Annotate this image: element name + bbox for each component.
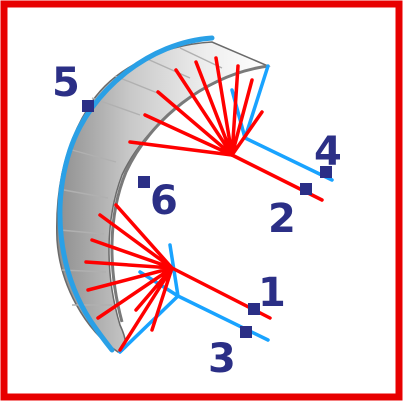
label-3: 3 — [208, 336, 236, 382]
label-5: 5 — [52, 60, 80, 106]
marker-2 — [300, 183, 312, 195]
label-6: 6 — [150, 178, 178, 224]
marker-6 — [138, 176, 150, 188]
label-2: 2 — [268, 196, 296, 242]
label-1: 1 — [258, 270, 286, 316]
marker-5 — [82, 100, 94, 112]
label-4: 4 — [314, 129, 342, 175]
marker-3 — [240, 326, 252, 338]
